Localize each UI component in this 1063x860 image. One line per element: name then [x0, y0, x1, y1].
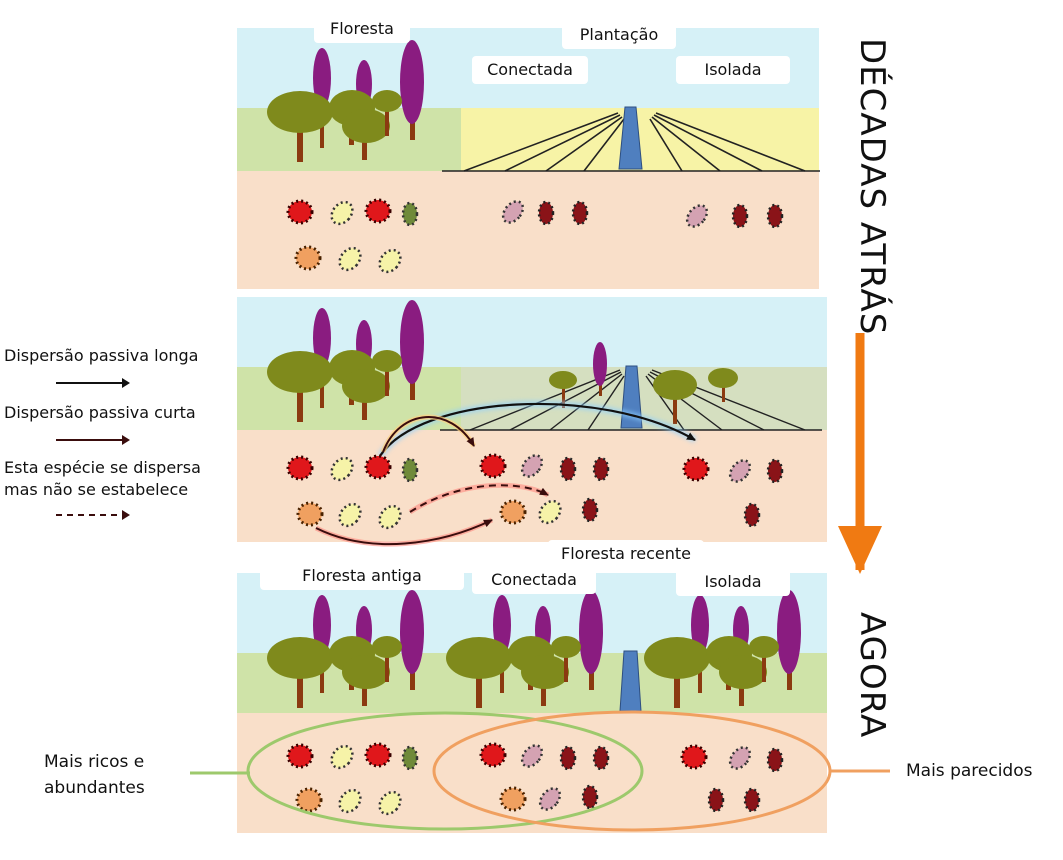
top-isolated-label: Isolada [676, 56, 790, 84]
short-dispersal-arrow-1 [382, 416, 475, 453]
plantation-label: Plantação [562, 21, 676, 49]
bottom-old-forest-trees [267, 590, 424, 708]
bottom-isolated-forest-trees [644, 590, 801, 708]
bottom-connected-label: Conectada [472, 566, 596, 594]
no-establish-arrow [409, 484, 549, 513]
middle-soil [237, 430, 827, 542]
similar-group-ellipse [432, 710, 832, 832]
short-dispersal-arrow-2 [315, 519, 493, 546]
bottom-isolated-mites [680, 744, 784, 813]
similar-label: Mais parecidos [906, 761, 1033, 781]
top-connected-label: Conectada [472, 56, 588, 84]
richer-label-line2: abundantes [44, 778, 145, 798]
top-panel [237, 28, 820, 289]
legend-long-passive-label: Dispersão passiva longa [4, 346, 199, 365]
bottom-stream [619, 650, 642, 712]
bottom-soil [237, 713, 827, 833]
bottom-old-forest-mites [286, 742, 419, 816]
middle-sky [237, 297, 827, 367]
middle-plantation-rows [440, 369, 822, 431]
top-connected-mites [501, 200, 589, 226]
top-soil [237, 171, 819, 289]
legend-no-establish-line2: mas não se estabelece [4, 480, 189, 499]
legend-long-arrow-icon [56, 378, 130, 388]
legend-no-establish-line1: Esta espécie se dispersa [4, 458, 201, 477]
top-isolated-mites [685, 203, 784, 229]
top-forest-trees [267, 40, 424, 162]
top-plantation-rows [442, 112, 820, 172]
legend-short-passive-label: Dispersão passiva curta [4, 403, 196, 422]
legend-short-arrow-icon [56, 435, 130, 445]
bottom-connected-mites [479, 742, 610, 812]
middle-plantation-saplings [549, 342, 738, 424]
bottom-connected-forest-trees [446, 590, 603, 708]
top-stream [618, 106, 643, 170]
long-dispersal-arrow [379, 402, 696, 457]
bottom-isolated-label: Isolada [676, 568, 790, 596]
legend-dashed-arrow-icon [56, 510, 130, 520]
past-label: DÉCADAS ATRÁS [852, 38, 892, 336]
dispersal-arrows [314, 400, 697, 547]
bottom-panel [190, 573, 890, 833]
richer-label-line1: Mais ricos e [44, 752, 145, 772]
forest-label: Floresta [314, 15, 410, 43]
middle-connected-mites [479, 453, 610, 525]
recent-forest-label: Floresta recente [548, 540, 704, 568]
middle-forest-trees [267, 300, 424, 422]
old-forest-label: Floresta antiga [260, 562, 464, 590]
middle-forest-mites [286, 454, 419, 530]
richer-group-ellipse [246, 711, 644, 831]
top-forest-mites [286, 198, 419, 274]
now-label: AGORA [852, 612, 892, 739]
middle-isolated-mites [682, 456, 784, 528]
middle-panel [237, 297, 827, 547]
